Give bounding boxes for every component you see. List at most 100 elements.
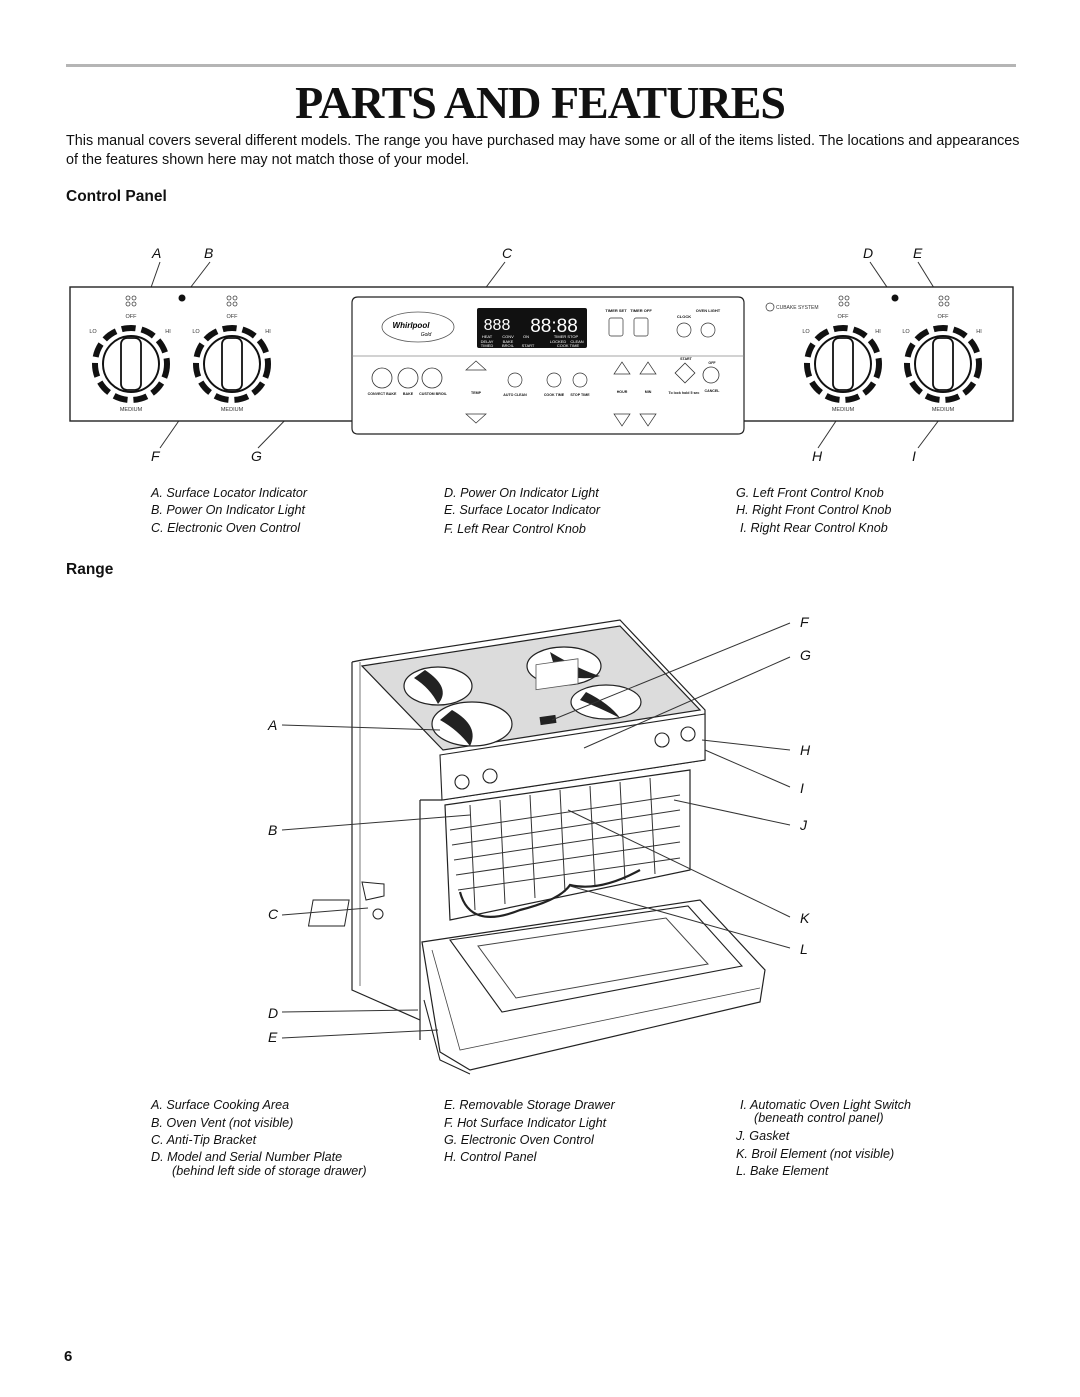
- right-front-control-knob[interactable]: [804, 325, 882, 403]
- cubake-icon: [765, 302, 775, 312]
- display-cook-time: COOK TIME: [557, 343, 580, 348]
- knob-lo-label: LO: [89, 329, 97, 335]
- convect-bake-label: CONVECT BAKE: [368, 392, 397, 396]
- knob-off-label: OFF: [227, 314, 239, 320]
- cancel-label: CANCEL: [705, 389, 721, 393]
- convect-bake-button[interactable]: [371, 367, 393, 389]
- bake-label: BAKE: [403, 392, 414, 396]
- electronic-oven-control: Whirlpool Gold 888 88:88 HEAT CONV ON TI…: [351, 296, 819, 435]
- knob-lo-label: LO: [902, 329, 910, 335]
- knob-hi-label: HI: [875, 329, 881, 335]
- page-number: 6: [64, 1348, 73, 1365]
- cp-legend-h: H. Right Front Control Knob: [736, 503, 892, 517]
- stop-time-button[interactable]: [572, 372, 588, 388]
- min-down-arrow-icon[interactable]: [639, 413, 657, 427]
- display-start: START: [522, 343, 535, 348]
- display-broil: BROIL: [502, 343, 515, 348]
- left-rear-control-knob[interactable]: [92, 325, 170, 403]
- clock-button[interactable]: [676, 322, 692, 338]
- stop-time-label: STOP TIME: [570, 393, 590, 397]
- range-knob-icon[interactable]: [482, 768, 498, 784]
- cp-legend-g: G. Left Front Control Knob: [736, 486, 884, 500]
- display-locked: LOCKED: [550, 339, 567, 344]
- bake-element: [458, 869, 641, 918]
- knob-off-label: OFF: [938, 314, 950, 320]
- cp-callout-f: F: [151, 448, 160, 464]
- storage-drawer[interactable]: [423, 999, 471, 1075]
- left-front-control-knob[interactable]: [193, 325, 271, 403]
- brand-sub-logo: Gold: [421, 332, 432, 338]
- hour-down-arrow-icon[interactable]: [613, 413, 631, 427]
- knob-medium-label: MEDIUM: [120, 407, 143, 413]
- range-knob-icon[interactable]: [654, 732, 670, 748]
- timer-off-label: TIMER OFF: [630, 308, 652, 313]
- range-legend-b: B. Oven Vent (not visible): [151, 1116, 294, 1130]
- control-panel-illustration: OFF OFF OFF OFF LO HI LO HI LO HI LO HI …: [69, 261, 1014, 449]
- range-legend-d: D. Model and Serial Number Plate: [151, 1150, 343, 1164]
- display-conv: CONV: [502, 334, 514, 339]
- display-heat: HEAT: [482, 334, 493, 339]
- auto-clean-button[interactable]: [507, 372, 523, 388]
- display-on: ON: [523, 334, 529, 339]
- range-callout-e: E: [268, 1029, 278, 1045]
- oven-light-button[interactable]: [700, 322, 716, 338]
- cp-callout-c: C: [502, 245, 513, 261]
- range-callout-d: D: [268, 1005, 279, 1021]
- timer-off-button[interactable]: [633, 317, 649, 337]
- range-callout-h: H: [800, 742, 811, 758]
- display-timer-stop: TIMER STOP: [554, 334, 579, 339]
- range-legend-c: C. Anti-Tip Bracket: [151, 1133, 257, 1147]
- display-bake: BAKE: [503, 339, 514, 344]
- cp-legend-i: I. Right Rear Control Knob: [740, 521, 888, 535]
- knob-hi-label: HI: [265, 329, 271, 335]
- range-legend-a: A. Surface Cooking Area: [151, 1098, 290, 1112]
- bake-button[interactable]: [397, 367, 419, 389]
- cp-callout-a: A: [152, 245, 162, 261]
- range-legend-h: H. Control Panel: [444, 1150, 537, 1164]
- temp-label: TEMP: [471, 391, 482, 395]
- range-legend-g: G. Electronic Oven Control: [444, 1133, 594, 1147]
- clock-label: CLOCK: [677, 314, 691, 319]
- control-panel-heading: Control Panel: [66, 188, 167, 205]
- cp-legend-a: A. Surface Locator Indicator: [151, 486, 308, 500]
- temp-up-arrow-icon[interactable]: [465, 360, 487, 371]
- display-left-digits: 888: [484, 317, 511, 334]
- start-button[interactable]: [674, 362, 696, 384]
- range-legend-i-cont: (beneath control panel): [754, 1111, 884, 1125]
- knob-off-label: OFF: [126, 314, 138, 320]
- header-rule: [66, 64, 1016, 67]
- cook-time-button[interactable]: [546, 372, 562, 388]
- cp-legend-b: B. Power On Indicator Light: [151, 503, 306, 517]
- cook-time-label: COOK TIME: [544, 393, 565, 397]
- cp-legend-d: D. Power On Indicator Light: [444, 486, 599, 500]
- temp-down-arrow-icon[interactable]: [465, 413, 487, 424]
- display-clean: CLEAN: [570, 339, 583, 344]
- cancel-button[interactable]: [702, 366, 720, 384]
- oven-light-label: OVEN LIGHT: [696, 308, 721, 313]
- cp-legend-f: F. Left Rear Control Knob: [444, 522, 586, 536]
- range-legend-l: L. Bake Element: [736, 1164, 829, 1178]
- range-knob-icon[interactable]: [680, 726, 696, 742]
- cp-callout-e: E: [913, 245, 923, 261]
- display-right-digits: 88:88: [530, 316, 578, 337]
- cp-callout-h: H: [812, 448, 823, 464]
- power-on-light-right: [891, 294, 899, 302]
- range-oven-control: [535, 658, 579, 691]
- power-on-light-left: [178, 294, 186, 302]
- intro-paragraph: This manual covers several different mod…: [66, 133, 1020, 168]
- timer-set-button[interactable]: [608, 317, 624, 337]
- range-callout-g: G: [800, 647, 811, 663]
- start-label: START: [680, 357, 693, 361]
- knob-medium-label: MEDIUM: [932, 407, 955, 413]
- knob-lo-label: LO: [192, 329, 200, 335]
- custom-broil-label: CUSTOM BROIL: [419, 392, 447, 396]
- custom-broil-button[interactable]: [421, 367, 443, 389]
- right-rear-control-knob[interactable]: [904, 325, 982, 403]
- hour-up-arrow-icon[interactable]: [613, 361, 631, 375]
- range-knob-icon[interactable]: [454, 774, 470, 790]
- min-up-arrow-icon[interactable]: [639, 361, 657, 375]
- range-legend-f: F. Hot Surface Indicator Light: [444, 1116, 607, 1130]
- min-label: MIN: [645, 390, 652, 394]
- cp-legend-c: C. Electronic Oven Control: [151, 521, 301, 535]
- oven-cavity: [444, 769, 691, 921]
